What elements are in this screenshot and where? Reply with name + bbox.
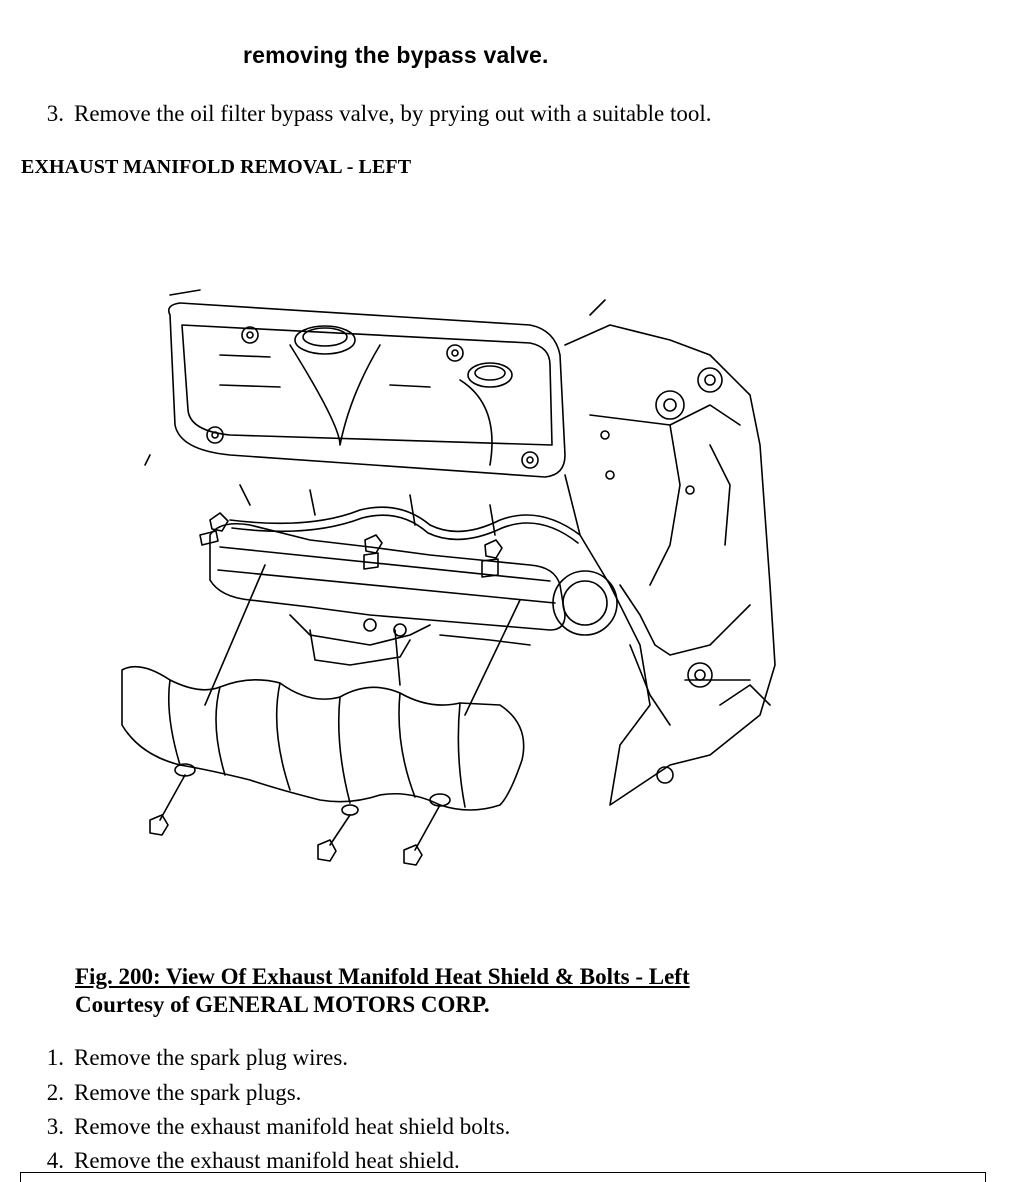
step-number: 4.: [46, 1148, 64, 1173]
step-text: Remove the oil filter bypass valve, by p…: [74, 101, 712, 126]
step-number: 2.: [46, 1080, 64, 1105]
list-item: 3. Remove the exhaust manifold heat shiel…: [0, 1114, 511, 1140]
step-text: Remove the exhaust manifold heat shield …: [74, 1114, 511, 1139]
step-text: Remove the exhaust manifold heat shield.: [74, 1148, 460, 1173]
step-number: 3.: [46, 101, 64, 126]
list-item: 2. Remove the spark plugs.: [0, 1080, 302, 1106]
engine-heat-shield-illustration: [121, 289, 776, 866]
figure-title: Fig. 200: View Of Exhaust Manifold Heat …: [75, 964, 690, 989]
list-item: 1. Remove the spark plug wires.: [0, 1045, 348, 1071]
table-border: [20, 1172, 986, 1182]
step-text: Remove the spark plugs.: [74, 1080, 302, 1105]
step-number: 1.: [46, 1045, 64, 1070]
figure-caption: Fig. 200: View Of Exhaust Manifold Heat …: [75, 963, 690, 1019]
note-continuation: removing the bypass valve.: [243, 42, 549, 68]
list-item: 3. Remove the oil filter bypass valve, by…: [0, 101, 712, 127]
step-text: Remove the spark plug wires.: [74, 1045, 349, 1070]
figure-credit: Courtesy of GENERAL MOTORS CORP.: [75, 992, 490, 1017]
list-item: 4. Remove the exhaust manifold heat shiel…: [0, 1148, 460, 1174]
step-number: 3.: [46, 1114, 64, 1139]
section-heading: EXHAUST MANIFOLD REMOVAL - LEFT: [21, 156, 412, 178]
